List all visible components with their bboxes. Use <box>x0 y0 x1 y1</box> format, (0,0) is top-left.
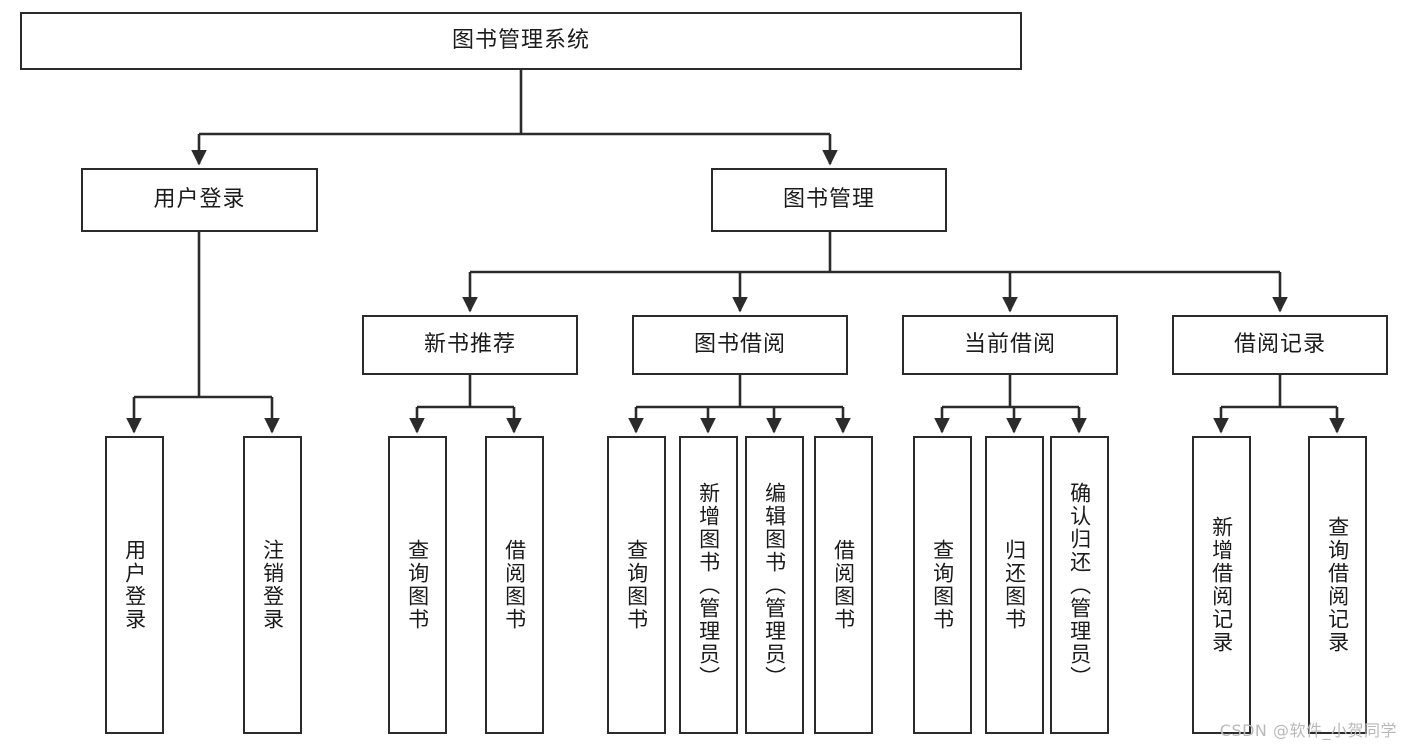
leaf-query-book-recommendation[interactable]: 查询图书 <box>388 436 447 734</box>
leaf-logout[interactable]: 注销登录 <box>243 436 302 734</box>
node-new-book-recommendation[interactable]: 新书推荐 <box>362 315 578 375</box>
node-user-login[interactable]: 用户登录 <box>81 168 318 232</box>
node-label: 查询图书 <box>405 539 430 631</box>
node-label: 编辑图书（管理员） <box>762 481 787 689</box>
node-label: 借阅图书 <box>502 539 527 631</box>
node-label: 查询图书 <box>624 539 649 631</box>
node-label: 借阅记录 <box>1233 331 1326 357</box>
node-label: 图书借阅 <box>693 331 786 357</box>
csdn-watermark: CSDN @软件_小贺同学 <box>1219 721 1397 740</box>
node-label: 图书管理系统 <box>451 27 590 53</box>
node-label: 查询图书 <box>930 539 955 631</box>
node-label: 图书管理 <box>782 186 875 212</box>
node-book-management-system[interactable]: 图书管理系统 <box>20 12 1022 70</box>
leaf-user-login[interactable]: 用户登录 <box>105 436 164 734</box>
node-label: 新书推荐 <box>423 331 516 357</box>
leaf-query-book-borrowing[interactable]: 查询图书 <box>607 436 666 734</box>
node-label: 新增借阅记录 <box>1209 516 1234 654</box>
node-label: 确认归还（管理员） <box>1067 481 1092 689</box>
leaf-query-borrowing-record[interactable]: 查询借阅记录 <box>1308 436 1367 734</box>
leaf-return-book[interactable]: 归还图书 <box>985 436 1044 734</box>
node-label: 当前借阅 <box>963 331 1056 357</box>
leaf-borrow-book-borrowing[interactable]: 借阅图书 <box>814 436 873 734</box>
leaf-borrow-book-recommendation[interactable]: 借阅图书 <box>485 436 544 734</box>
leaf-confirm-return-admin[interactable]: 确认归还（管理员） <box>1050 436 1109 734</box>
node-borrowing-record[interactable]: 借阅记录 <box>1172 315 1388 375</box>
leaf-query-book-current[interactable]: 查询图书 <box>913 436 972 734</box>
leaf-add-book-admin[interactable]: 新增图书（管理员） <box>679 436 738 734</box>
node-book-borrowing[interactable]: 图书借阅 <box>632 315 848 375</box>
node-current-borrowing[interactable]: 当前借阅 <box>902 315 1118 375</box>
node-label: 查询借阅记录 <box>1325 516 1350 654</box>
leaf-edit-book-admin[interactable]: 编辑图书（管理员） <box>745 436 804 734</box>
node-label: 用户登录 <box>122 539 147 631</box>
node-label: 注销登录 <box>260 539 285 631</box>
node-label: 用户登录 <box>153 186 246 212</box>
node-label: 借阅图书 <box>831 539 856 631</box>
node-book-management[interactable]: 图书管理 <box>711 168 947 232</box>
node-label: 新增图书（管理员） <box>696 481 721 689</box>
node-label: 归还图书 <box>1002 539 1027 631</box>
leaf-add-borrowing-record[interactable]: 新增借阅记录 <box>1192 436 1251 734</box>
